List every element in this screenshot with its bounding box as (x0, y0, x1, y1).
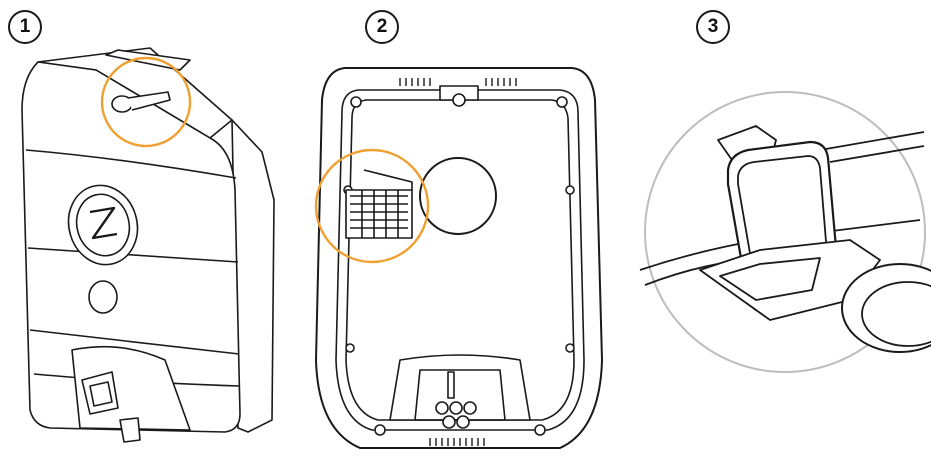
z-logo-icon (67, 184, 139, 266)
panel-3-detail (639, 91, 931, 373)
highlight-circle-2 (314, 148, 430, 264)
step-1-badge: 1 (8, 10, 42, 44)
terminal-block (345, 169, 413, 239)
step-2-badge: 2 (365, 10, 399, 44)
cable-entry-hole (419, 157, 497, 235)
step-1-number: 1 (19, 16, 31, 37)
top-vents (399, 78, 517, 86)
panel-2-charger-back (315, 67, 603, 449)
status-led (88, 280, 118, 314)
step-3-number: 3 (707, 16, 719, 37)
panel-1-charger-front (21, 47, 275, 443)
highlight-circle-1 (100, 56, 192, 148)
step-2-number: 2 (376, 16, 388, 37)
step-3-badge: 3 (696, 10, 730, 44)
socket-pins (435, 401, 477, 429)
